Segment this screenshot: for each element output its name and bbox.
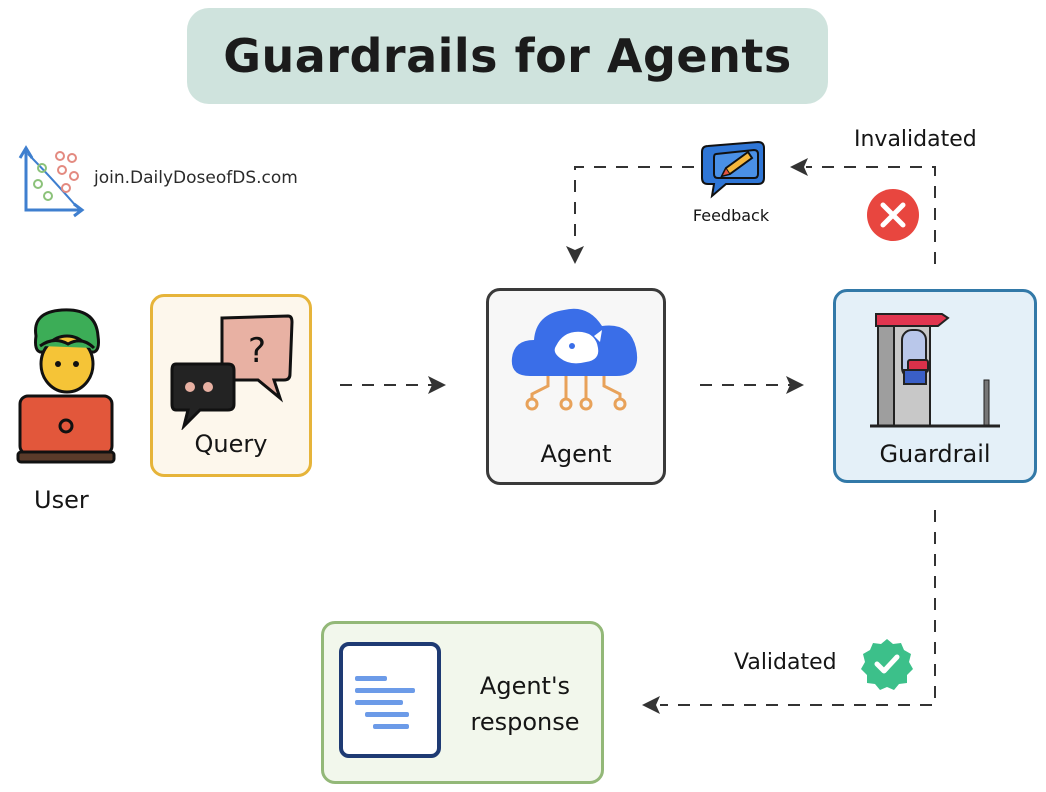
agent-label: Agent — [540, 440, 612, 468]
invalidated-label: Invalidated — [854, 127, 977, 152]
guardrail-label: Guardrail — [879, 440, 991, 468]
chat-pencil-icon — [701, 140, 765, 199]
svg-text:?: ? — [248, 331, 266, 371]
edge-guardrail-feedback — [806, 166, 936, 264]
feedback-label: Feedback — [692, 206, 770, 225]
user-at-laptop-icon — [16, 308, 116, 464]
response-label-line1: Agent's — [479, 672, 571, 700]
question-chat-icon: ? — [170, 314, 294, 430]
validated-label: Validated — [734, 650, 837, 675]
response-label-line2: response — [470, 708, 580, 736]
x-circle-icon — [867, 189, 919, 241]
turnstile-gate-icon — [870, 313, 1000, 428]
user-label: User — [34, 486, 89, 514]
brand-text[interactable]: join.DailyDoseofDS.com — [94, 168, 298, 188]
arrowhead-feedback — [790, 158, 808, 176]
edge-guardrail-validated — [660, 510, 936, 706]
page-title: Guardrails for Agents — [223, 29, 792, 83]
document-lines-icon — [339, 642, 441, 758]
edge-feedback-to-agent — [574, 166, 694, 246]
title-banner: Guardrails for Agents — [187, 8, 828, 104]
cloud-whale-icon — [511, 308, 638, 411]
check-badge-icon — [861, 639, 913, 690]
query-label: Query — [194, 430, 268, 458]
chart-logo-icon — [18, 145, 85, 218]
arrowhead-agent-top — [566, 246, 584, 264]
arrowhead-guardrail — [786, 376, 804, 394]
arrowhead-response — [642, 696, 660, 714]
arrowhead-agent — [428, 376, 446, 394]
